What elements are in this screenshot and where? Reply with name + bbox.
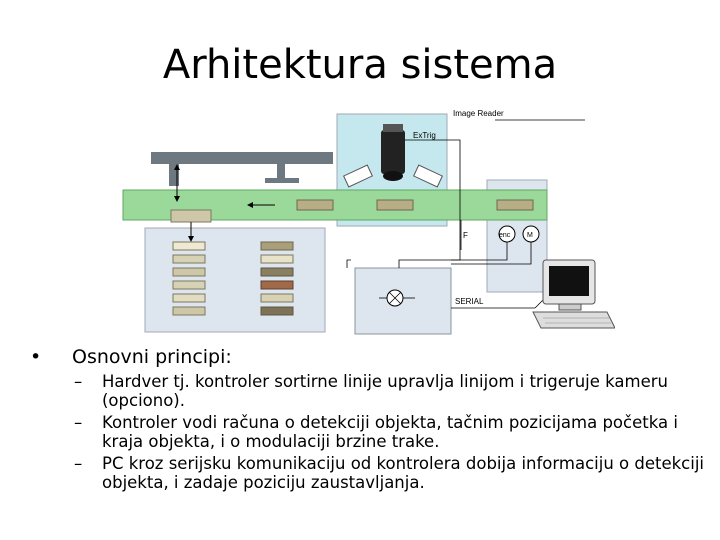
main-bullet: • Osnovni principi: — [30, 345, 710, 369]
motor-label: M — [527, 232, 533, 239]
sorted-bin-right — [260, 241, 294, 316]
pusher-wire — [346, 259, 351, 268]
serial-label: SERIAL — [455, 297, 484, 306]
bullet-dash: – — [74, 454, 83, 473]
encoder-label: enc — [499, 232, 511, 239]
bullet-dash: – — [74, 372, 83, 391]
sub-bullet-text: Hardver tj. kontroler sortirne linije up… — [102, 372, 668, 410]
image-reader-label: Image Reader — [453, 109, 504, 118]
sub-bullet-text: PC kroz serijsku komunikaciju od kontrol… — [102, 454, 704, 492]
system-architecture-diagram: ExTrig Image Reader F enc M SERIAL — [122, 109, 615, 335]
main-bullet-text: Osnovni principi: — [72, 346, 232, 368]
bullet-list: • Osnovni principi: – Hardver tj. kontro… — [30, 345, 710, 492]
left-light-icon — [343, 164, 373, 188]
box-on-belt — [296, 199, 334, 211]
bin-area-panel — [144, 227, 326, 333]
box-on-belt — [170, 209, 212, 223]
bullet-dot: • — [30, 346, 42, 368]
sorted-bin-left — [172, 241, 206, 316]
camera-icon — [381, 130, 405, 174]
sub-bullet-text: Kontroler vodi računa o detekciji objekt… — [102, 413, 678, 451]
gantry-foot — [265, 178, 299, 183]
camera-label: ExTrig — [413, 131, 436, 140]
right-light-icon — [413, 164, 443, 188]
slide-title: Arhitektura sistema — [162, 42, 558, 88]
box-on-belt — [376, 199, 414, 211]
bullet-dash: – — [74, 413, 83, 432]
sub-bullet: – Hardver tj. kontroler sortirne linije … — [30, 372, 710, 410]
gantry-leg — [277, 164, 285, 180]
box-on-belt — [496, 199, 534, 211]
sub-bullet: – Kontroler vodi računa o detekciji obje… — [30, 413, 710, 451]
pusher-arm — [169, 164, 179, 186]
gantry-beam — [151, 152, 333, 164]
sub-bullet: – PC kroz serijsku komunikaciju od kontr… — [30, 454, 710, 492]
pc-icon — [532, 259, 615, 329]
controller-box — [354, 267, 452, 335]
f-sensor-label: F — [463, 231, 468, 240]
